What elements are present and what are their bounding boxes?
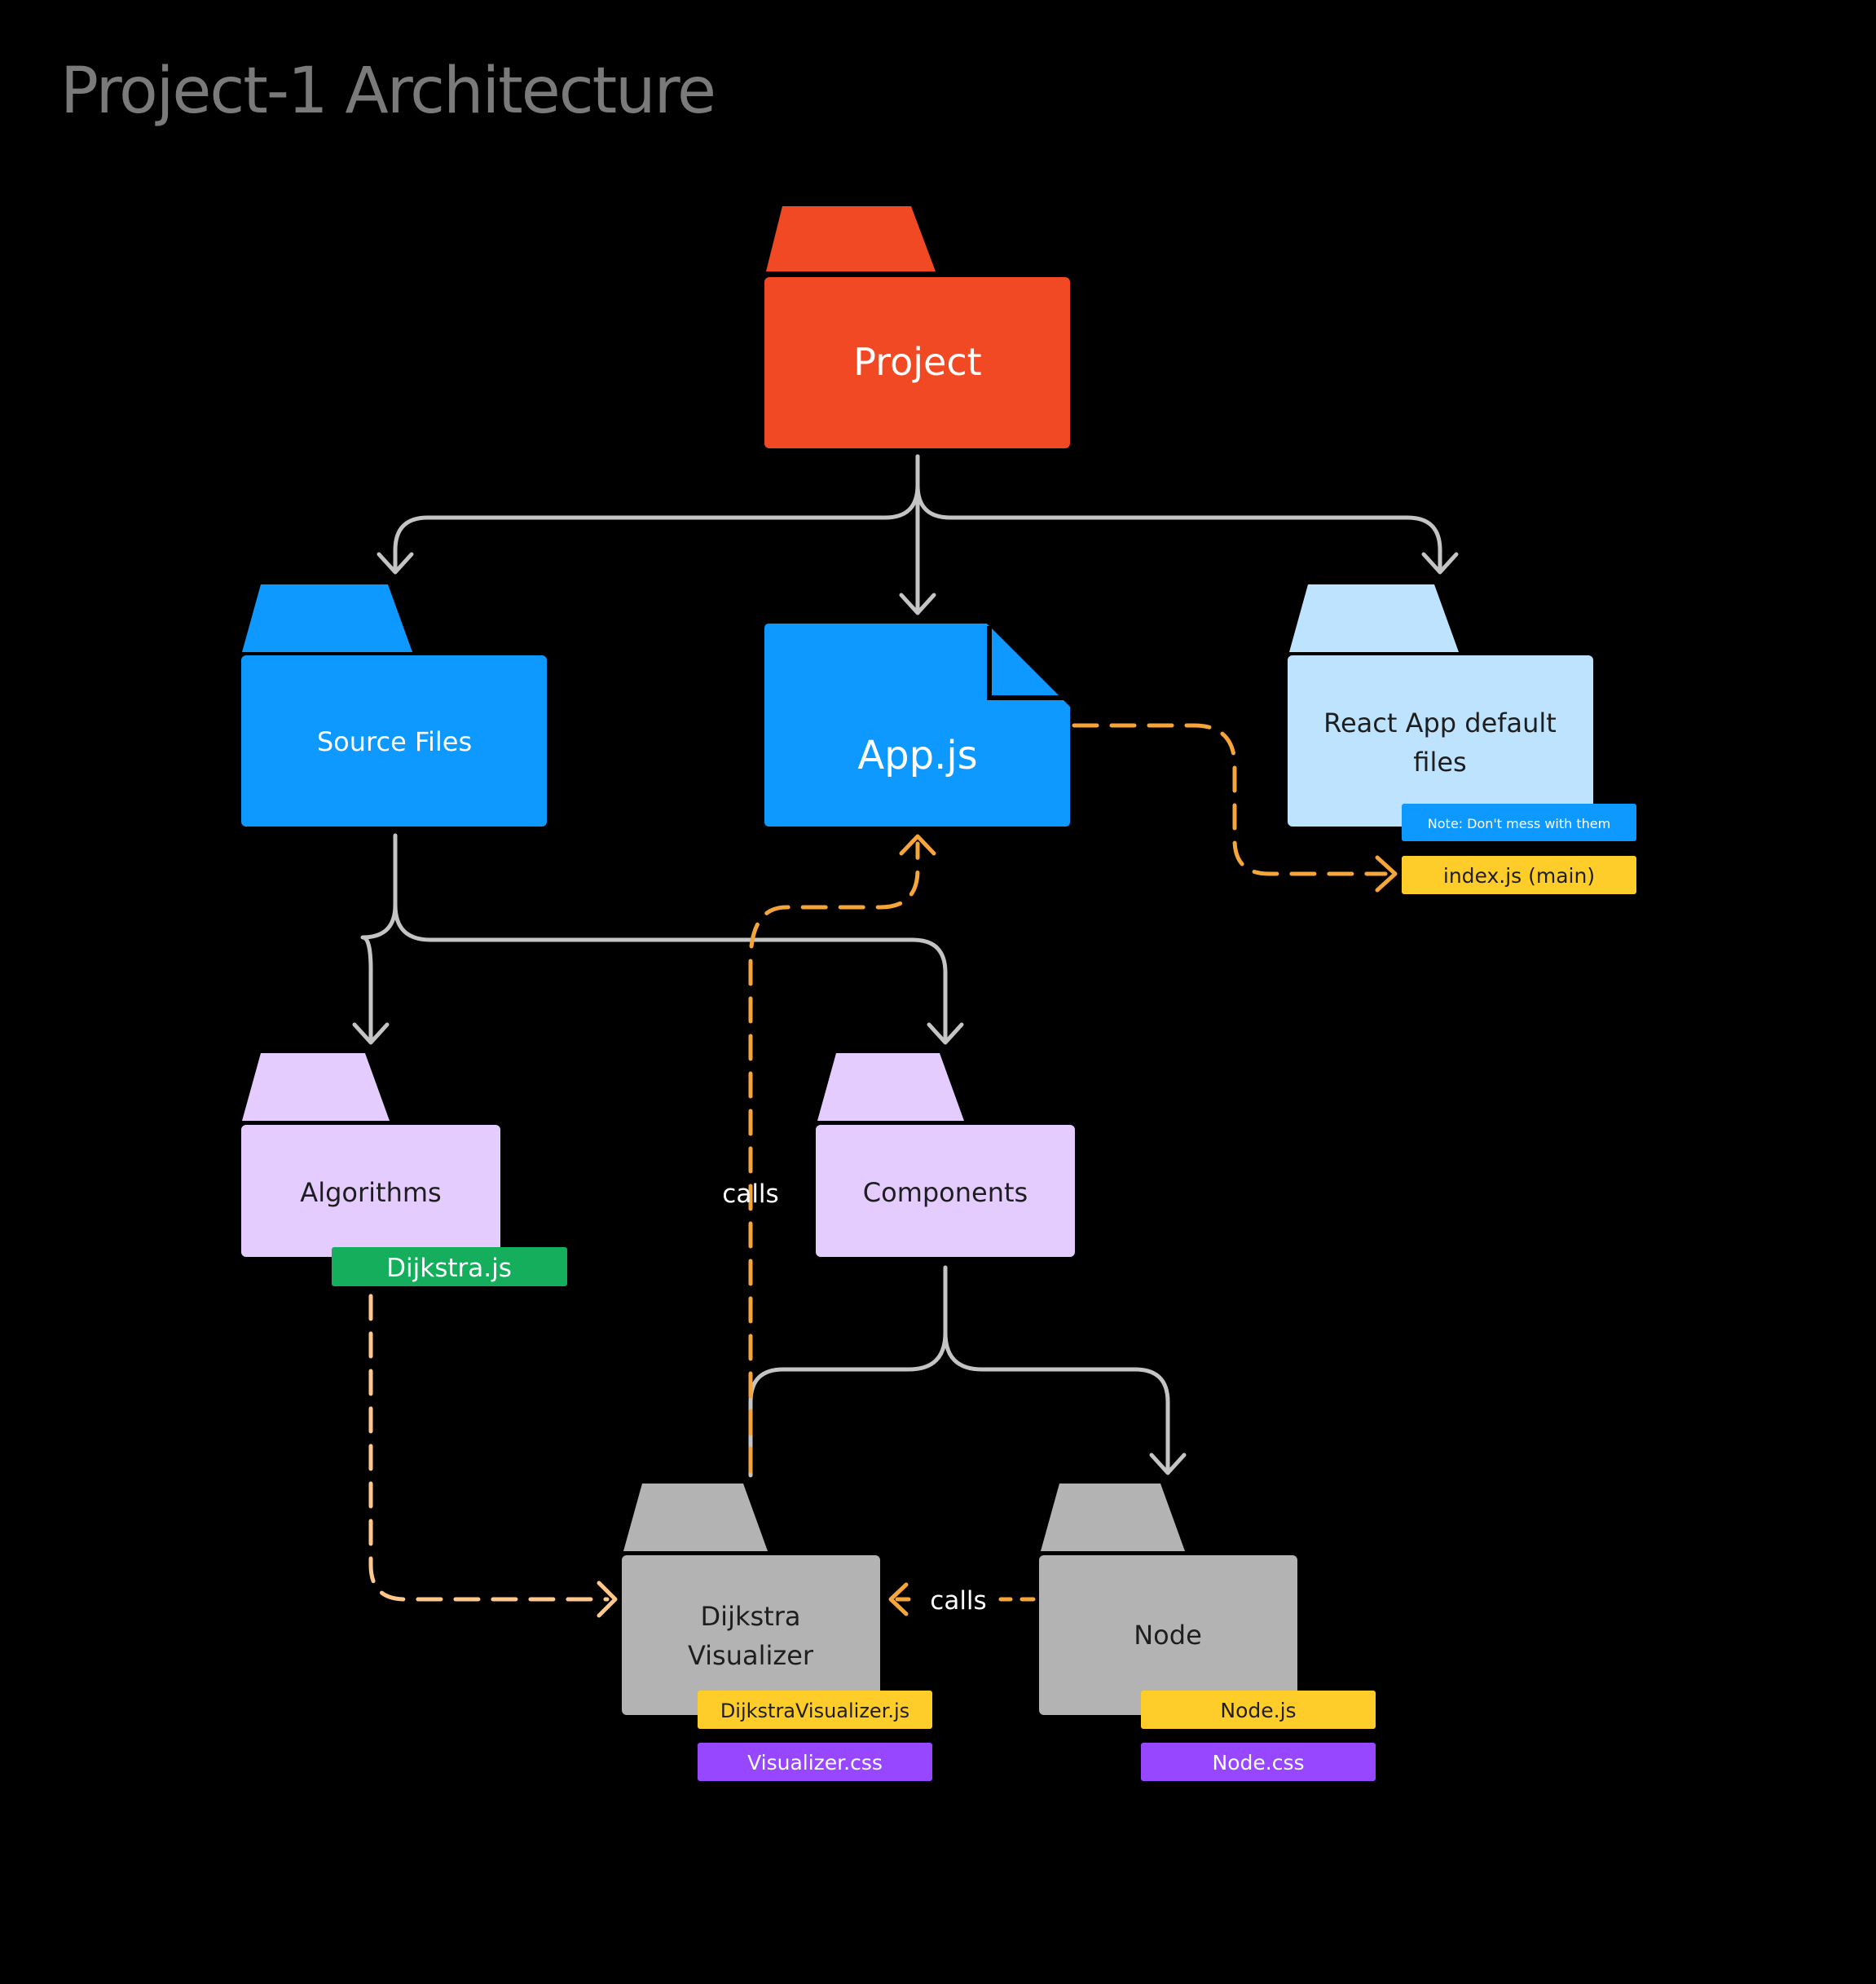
- dashed-arrowhead-visualizer: [597, 1581, 618, 1618]
- connector-components-to-node: [943, 1330, 1170, 1474]
- components-label: Components: [863, 1177, 1028, 1208]
- dijkstra-js-label: Dijkstra.js: [386, 1254, 512, 1283]
- algorithms-folder[interactable]: Algorithms: [241, 1053, 500, 1257]
- dashed-arrowhead-visualizer-side: [888, 1582, 909, 1616]
- edge-label-calls-horizontal: calls: [930, 1586, 986, 1616]
- source-files-label: Source Files: [317, 726, 472, 757]
- dijkstra-visualizer-js-tag[interactable]: DijkstraVisualizer.js: [698, 1691, 932, 1729]
- note-label: Note: Don't mess with them: [1428, 816, 1610, 831]
- dijkstra-visualizer-folder[interactable]: Dijkstra Visualizer: [622, 1484, 880, 1715]
- file-fold-corner: [987, 626, 1064, 700]
- page-title: Project-1 Architecture: [60, 55, 715, 128]
- dijkstra-visualizer-label-line1: Dijkstra: [701, 1601, 801, 1632]
- edge-label-calls-vertical: calls: [722, 1179, 778, 1209]
- folder-icon: [242, 584, 412, 652]
- solid-connectors: [352, 454, 1459, 1478]
- dashed-arrowhead-index: [1375, 855, 1398, 893]
- arrowhead-components: [927, 1022, 964, 1045]
- arrowhead-node: [1149, 1453, 1187, 1475]
- folder-icon: [242, 1053, 390, 1121]
- arrowhead-react-defaults: [1421, 552, 1459, 575]
- node-css-tag[interactable]: Node.css: [1141, 1743, 1376, 1781]
- source-files-folder[interactable]: Source Files: [241, 584, 547, 827]
- node-js-tag[interactable]: Node.js: [1141, 1691, 1376, 1729]
- dashed-visualizer-to-app: [748, 841, 920, 1474]
- note-tag: Note: Don't mess with them: [1402, 804, 1636, 841]
- dashed-arrowhead-app: [899, 834, 936, 856]
- node-css-label: Node.css: [1213, 1751, 1305, 1775]
- node-folder[interactable]: Node: [1039, 1484, 1297, 1715]
- react-defaults-label-line2: files: [1413, 747, 1466, 778]
- components-folder[interactable]: Components: [816, 1053, 1075, 1257]
- dijkstra-visualizer-label-line2: Visualizer: [688, 1640, 814, 1671]
- arrowhead-algorithms: [352, 1022, 390, 1045]
- app-js-label: App.js: [857, 733, 977, 778]
- react-defaults-folder[interactable]: React App default files: [1288, 584, 1593, 827]
- dijkstra-js-tag[interactable]: Dijkstra.js: [332, 1247, 567, 1286]
- node-label: Node: [1134, 1620, 1202, 1651]
- arrowhead-app-js: [899, 593, 936, 615]
- app-js-file[interactable]: App.js: [764, 624, 1070, 827]
- index-js-label: index.js (main): [1443, 864, 1595, 888]
- folder-icon: [623, 1484, 768, 1551]
- folder-icon: [817, 1053, 964, 1121]
- react-defaults-label-line1: React App default: [1323, 708, 1557, 738]
- folder-icon: [766, 206, 936, 271]
- connector-project-to-source: [393, 454, 920, 573]
- node-js-label: Node.js: [1220, 1699, 1296, 1722]
- dashed-connectors: [368, 723, 1398, 1618]
- file-icon: [764, 624, 1070, 827]
- folder-icon: [1289, 584, 1459, 652]
- visualizer-css-tag[interactable]: Visualizer.css: [698, 1743, 932, 1781]
- connector-components-to-visualizer: [748, 1265, 948, 1478]
- project-folder[interactable]: Project: [764, 206, 1070, 448]
- folder-icon: [1041, 1484, 1185, 1551]
- arrowhead-source-files: [377, 552, 414, 575]
- index-js-tag[interactable]: index.js (main): [1402, 856, 1636, 894]
- connector-source-to-components: [393, 902, 948, 1042]
- dashed-dijkstra-to-visualizer: [368, 1294, 610, 1602]
- connector-source-to-algorithms: [360, 833, 398, 1042]
- algorithms-label: Algorithms: [300, 1177, 441, 1208]
- connector-project-to-react: [915, 454, 1442, 573]
- project-label: Project: [853, 340, 981, 384]
- dashed-app-to-index: [1072, 723, 1388, 876]
- dijkstra-visualizer-js-label: DijkstraVisualizer.js: [720, 1700, 909, 1722]
- visualizer-css-label: Visualizer.css: [747, 1751, 883, 1775]
